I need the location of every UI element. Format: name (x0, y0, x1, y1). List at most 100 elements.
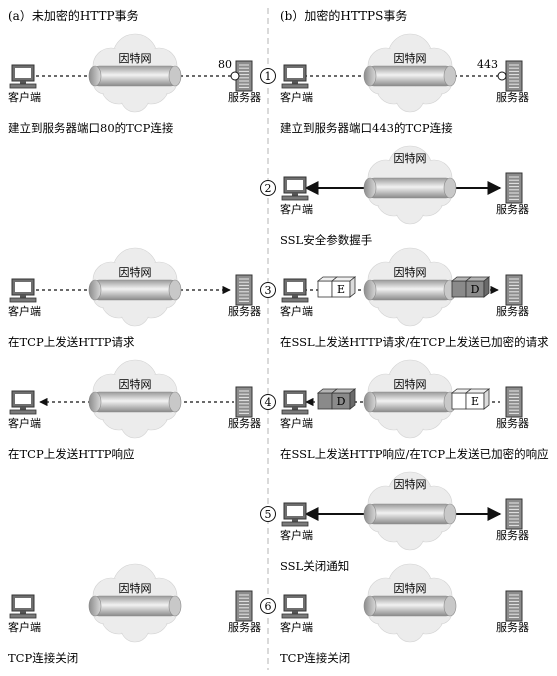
step-number: 4 (265, 396, 272, 409)
step-number-badge: 4 (260, 394, 276, 410)
http-side: 因特网客户端服务器TCP连接关闭 (8, 563, 261, 665)
server-label: 服务器 (496, 203, 529, 216)
port-number: 443 (477, 58, 498, 71)
internet-label: 因特网 (394, 477, 427, 491)
network-pipe (363, 177, 457, 199)
port-socket-icon (230, 71, 240, 81)
client-computer-icon (281, 594, 309, 619)
client-computer-icon (9, 278, 37, 303)
client-computer-icon (281, 278, 309, 303)
encrypted-packet-icon: E (316, 276, 357, 298)
right-column-heading: (b）加密的HTTPS事务 (280, 8, 407, 23)
right-caption: TCP连接关闭 (280, 651, 350, 665)
client-label: 客户端 (280, 202, 313, 216)
network-pipe (88, 391, 182, 413)
port-socket-icon (497, 71, 507, 81)
server-tower-icon (235, 274, 253, 306)
client-label: 客户端 (280, 620, 313, 634)
client-label: 客户端 (280, 416, 313, 430)
server-label: 服务器 (228, 91, 261, 104)
server-label: 服务器 (496, 417, 529, 430)
packet-letter: D (471, 283, 480, 296)
server-label: 服务器 (496, 305, 529, 318)
step-row: 5因特网客户端服务器SSL关闭通知 (260, 471, 529, 573)
client-computer-icon (9, 390, 37, 415)
step-number-badge: 1 (260, 68, 276, 84)
step-number-badge: 6 (260, 598, 276, 614)
step-number-badge: 5 (260, 506, 276, 522)
left-caption: 在TCP上发送HTTP响应 (8, 447, 135, 461)
internet-label: 因特网 (119, 377, 152, 391)
packet-letter: E (337, 283, 345, 296)
internet-label: 因特网 (119, 265, 152, 279)
internet-label: 因特网 (119, 51, 152, 65)
left-caption: 在TCP上发送HTTP请求 (8, 335, 135, 349)
network-pipe (363, 279, 457, 301)
right-caption: SSL安全参数握手 (280, 233, 372, 247)
step-number: 3 (265, 284, 272, 297)
server-label: 服务器 (496, 529, 529, 542)
port-number: 80 (218, 58, 232, 71)
network-pipe (363, 65, 457, 87)
server-tower-icon (235, 590, 253, 622)
client-computer-icon (9, 594, 37, 619)
http-side: 因特网客户端服务器在TCP上发送HTTP响应 (8, 359, 261, 461)
server-label: 服务器 (228, 621, 261, 634)
network-pipe (88, 595, 182, 617)
internet-label: 因特网 (394, 51, 427, 65)
right-caption: 建立到服务器端口443的TCP连接 (280, 121, 453, 135)
server-label: 服务器 (496, 91, 529, 104)
internet-label: 因特网 (394, 151, 427, 165)
step-number-badge: 3 (260, 282, 276, 298)
server-tower-icon (505, 274, 523, 306)
internet-label: 因特网 (394, 377, 427, 391)
server-label: 服务器 (496, 621, 529, 634)
client-label: 客户端 (8, 620, 41, 634)
client-label: 客户端 (280, 304, 313, 318)
internet-label: 因特网 (394, 581, 427, 595)
packet-letter: D (337, 395, 346, 408)
client-computer-icon (281, 390, 309, 415)
client-computer-icon (9, 64, 37, 89)
step-row: 因特网客户端服务器80建立到服务器端口80的TCP连接1因特网客户端服务器443… (8, 33, 529, 135)
network-pipe (88, 279, 182, 301)
step-rows: 因特网客户端服务器80建立到服务器端口80的TCP连接1因特网客户端服务器443… (8, 33, 549, 665)
client-label: 客户端 (8, 304, 41, 318)
server-tower-icon (235, 386, 253, 418)
right-caption: 在SSL上发送HTTP响应/在TCP上发送已加密的响应 (280, 447, 549, 461)
server-tower-icon (505, 60, 523, 92)
step-number: 2 (265, 182, 272, 195)
step-number: 6 (265, 600, 272, 613)
step-number: 1 (265, 70, 272, 83)
https-side: 1因特网客户端服务器443建立到服务器端口443的TCP连接 (260, 33, 529, 135)
https-side: 5因特网客户端服务器SSL关闭通知 (260, 471, 529, 573)
server-tower-icon (505, 172, 523, 204)
left-caption: TCP连接关闭 (8, 651, 78, 665)
client-computer-icon (281, 64, 309, 89)
network-pipe (88, 65, 182, 87)
client-label: 客户端 (8, 416, 41, 430)
client-computer-icon (281, 502, 309, 527)
encrypted-packet-icon: E (450, 388, 491, 410)
server-tower-icon (505, 386, 523, 418)
server-tower-icon (505, 498, 523, 530)
left-caption: 建立到服务器端口80的TCP连接 (8, 121, 174, 135)
server-tower-icon (505, 590, 523, 622)
left-column-heading: (a）未加密的HTTP事务 (8, 8, 139, 23)
network-pipe (363, 503, 457, 525)
server-label: 服务器 (228, 305, 261, 318)
step-row: 因特网客户端服务器TCP连接关闭6因特网客户端服务器TCP连接关闭 (8, 563, 529, 665)
packet-letter: E (471, 395, 479, 408)
step-number-badge: 2 (260, 180, 276, 196)
step-number: 5 (265, 508, 272, 521)
client-label: 客户端 (8, 90, 41, 104)
